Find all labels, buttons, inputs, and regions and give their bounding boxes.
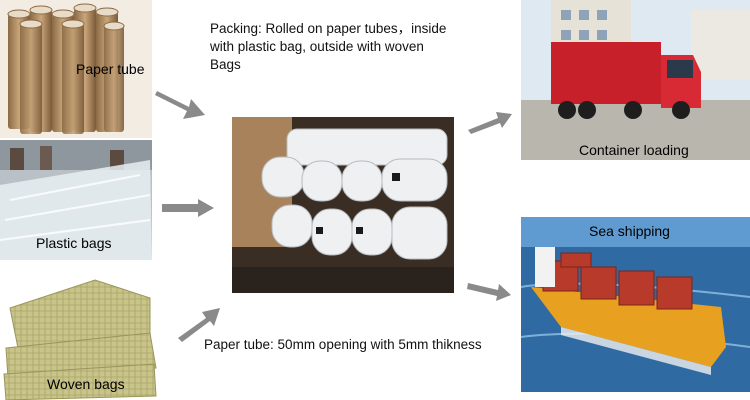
sea-shipping-caption: Sea shipping bbox=[589, 223, 670, 239]
paper-tube-spec-note: Paper tube: 50mm opening with 5mm thikne… bbox=[204, 337, 482, 352]
paper-tube-photo: Paper tube bbox=[0, 0, 152, 138]
plastic-bags-photo: Plastic bags bbox=[0, 140, 152, 260]
packing-note: Packing: Rolled on paper tubes，inside wi… bbox=[210, 20, 510, 74]
packed-rolls-illustration bbox=[232, 117, 454, 293]
woven-bags-caption: Woven bags bbox=[47, 376, 125, 392]
paper-tube-illustration bbox=[7, 3, 125, 134]
woven-bags-illustration bbox=[3, 279, 157, 400]
container-truck-photo: Container loading bbox=[521, 0, 750, 160]
plastic-bags-illustration bbox=[0, 140, 152, 260]
arrow-up-right-icon bbox=[468, 112, 512, 134]
packing-note-line-3: Bags bbox=[210, 57, 241, 72]
arrow-right-icon bbox=[162, 199, 214, 217]
plastic-bags-caption: Plastic bags bbox=[36, 235, 112, 251]
woven-bags-photo: Woven bags bbox=[0, 278, 158, 400]
ship-illustration bbox=[521, 217, 750, 392]
cargo-ship-photo: Sea shipping bbox=[521, 217, 750, 392]
container-loading-caption: Container loading bbox=[579, 142, 689, 158]
truck-illustration bbox=[521, 0, 750, 160]
paper-tube-caption: Paper tube bbox=[76, 61, 145, 77]
arrow-down-right-icon bbox=[467, 283, 511, 301]
arrow-up-right-icon bbox=[178, 308, 220, 342]
packed-rolls-photo bbox=[232, 117, 454, 293]
arrow-down-right-icon bbox=[155, 91, 205, 119]
packing-note-line-1: Packing: Rolled on paper tubes，inside bbox=[210, 21, 447, 36]
packing-note-line-2: with plastic bag, outside with woven bbox=[210, 39, 424, 54]
